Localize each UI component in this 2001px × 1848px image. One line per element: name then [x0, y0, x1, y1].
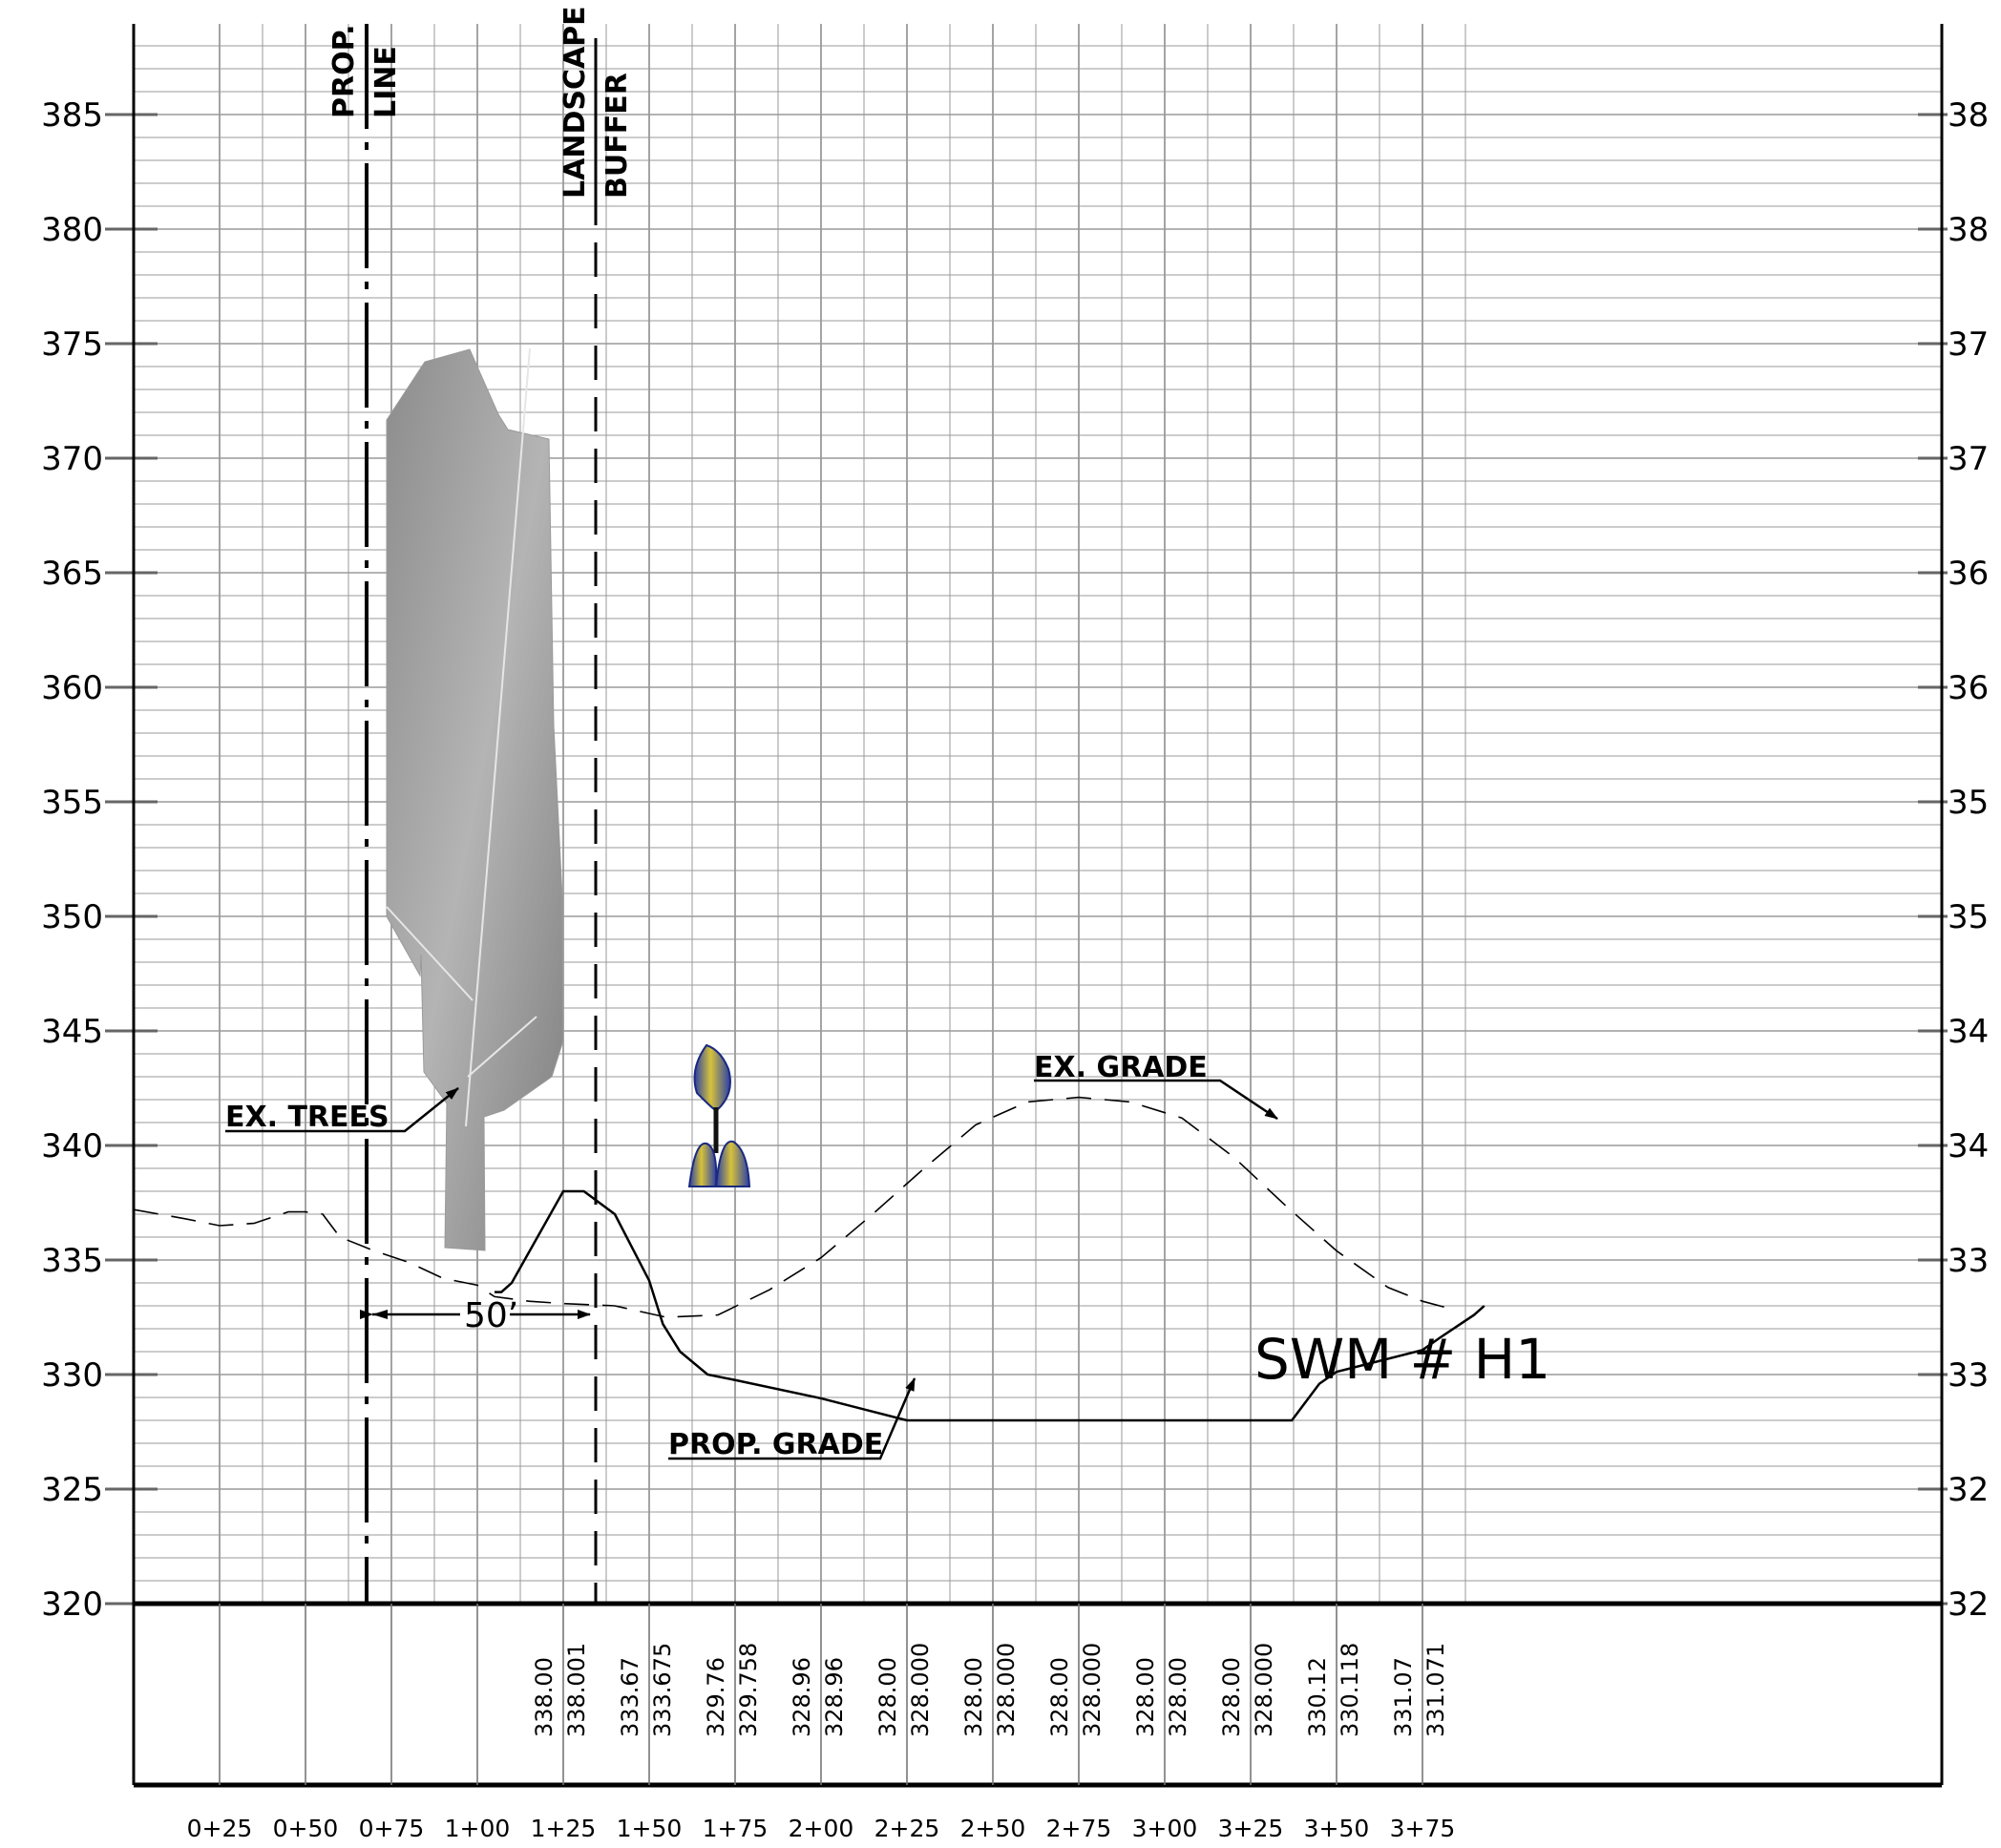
- y-tick-label: 325: [41, 1471, 103, 1509]
- station-label: 3+25: [1218, 1815, 1284, 1842]
- station-label: 0+50: [273, 1815, 339, 1842]
- proposed-elevation-label: 328.00: [1218, 1657, 1245, 1737]
- y-tick-label: 330: [41, 1356, 103, 1395]
- prop-line-label-2: LINE: [369, 46, 403, 118]
- y-tick-label: 375: [41, 326, 103, 364]
- pond-label: SWM # H1: [1254, 1327, 1550, 1392]
- y-tick-label: 345: [41, 1013, 103, 1051]
- existing-elevation-label: 338.001: [563, 1643, 590, 1737]
- y-tick-label: 340: [41, 1127, 103, 1166]
- station-label: 1+75: [703, 1815, 769, 1842]
- landscape-buffer-label-2: BUFFER: [600, 73, 634, 199]
- station-label: 0+75: [359, 1815, 425, 1842]
- existing-elevation-label: 330.118: [1337, 1643, 1363, 1737]
- existing-elevation-label: 333.675: [649, 1643, 676, 1737]
- right-y-tick-label: 37: [1948, 326, 1989, 364]
- elevation-table-frame: [132, 24, 1944, 1788]
- station-label: 2+25: [874, 1815, 940, 1842]
- proposed-elevation-label: 333.67: [617, 1657, 643, 1737]
- station-label: 2+75: [1046, 1815, 1112, 1842]
- proposed-elevation-label: 331.07: [1390, 1657, 1417, 1737]
- prop-line-label-1: PROP.: [327, 25, 361, 118]
- grade-lines: [133, 1096, 1485, 1422]
- y-tick-label: 380: [41, 211, 103, 249]
- existing-elevation-label: 328.96: [821, 1657, 848, 1737]
- right-y-tick-label: 36: [1948, 669, 1989, 707]
- right-y-tick-label: 36: [1948, 555, 1989, 593]
- station-axis: 0+25 0+50 0+75 1+00 1+25 1+50 1+75 2+00 2+25 2+50…: [187, 1815, 1456, 1842]
- annotations: PROP. LINE LANDSCAPE BUFFER EX. TREES EX…: [225, 6, 1550, 1461]
- right-y-tick-label: 34: [1948, 1013, 1989, 1051]
- prop-grade-label: PROP. GRADE: [668, 1428, 883, 1461]
- station-label: 3+00: [1132, 1815, 1198, 1842]
- right-y-tick-label: 34: [1948, 1127, 1989, 1166]
- right-y-tick-label: 33: [1948, 1356, 1989, 1395]
- existing-grade-line: [133, 1096, 1458, 1318]
- reference-lines: [365, 24, 598, 1604]
- proposed-elevation-label: 338.00: [531, 1657, 558, 1737]
- existing-elevation-label: 328.000: [907, 1643, 934, 1737]
- station-label: 3+50: [1304, 1815, 1370, 1842]
- y-tick-label: 365: [41, 555, 103, 593]
- existing-elevation-label: 328.000: [1251, 1643, 1277, 1737]
- station-label: 3+75: [1390, 1815, 1456, 1842]
- y-tick-label: 355: [41, 784, 103, 822]
- station-label: 2+50: [960, 1815, 1026, 1842]
- right-y-tick-label: 35: [1948, 898, 1989, 936]
- right-y-tick-label: 32: [1948, 1586, 1989, 1624]
- elevation-axis: 320 325 330 335 340 345 350 355 360 365 370 375 380 3…: [41, 96, 158, 1624]
- proposed-elevation-label: 328.00: [960, 1657, 987, 1737]
- proposed-elevation-label: 328.96: [789, 1657, 815, 1737]
- existing-elevation-label: 331.071: [1422, 1643, 1449, 1737]
- y-tick-label: 385: [41, 96, 103, 135]
- y-tick-label: 350: [41, 898, 103, 936]
- proposed-grade-line: [495, 1189, 1485, 1422]
- y-tick-label: 335: [41, 1242, 103, 1280]
- existing-elevation-label: 328.00: [1165, 1657, 1191, 1737]
- y-tick-label: 370: [41, 440, 103, 478]
- existing-elevation-label: 328.000: [1079, 1643, 1106, 1737]
- right-y-tick-label: 35: [1948, 784, 1989, 822]
- station-label: 2+00: [789, 1815, 854, 1842]
- right-y-tick-label: 38: [1948, 211, 1989, 249]
- right-elevation-axis: 32 32 33 33 34 34 35 35 36 36 37 37 38 38: [1918, 96, 1989, 1624]
- proposed-shrub-symbol: [687, 1043, 751, 1187]
- proposed-elevation-label: 329.76: [703, 1657, 729, 1737]
- proposed-elevation-label: 328.00: [1132, 1657, 1159, 1737]
- proposed-elevation-label: 328.00: [1046, 1657, 1073, 1737]
- landscape-buffer-label-1: LANDSCAPE: [558, 6, 592, 199]
- dimension-label: 50’: [464, 1296, 518, 1335]
- y-tick-label: 360: [41, 669, 103, 707]
- right-y-tick-label: 33: [1948, 1242, 1989, 1280]
- ex-grade-label: EX. GRADE: [1034, 1051, 1208, 1084]
- station-label: 1+00: [445, 1815, 511, 1842]
- right-y-tick-label: 37: [1948, 440, 1989, 478]
- existing-elevation-label: 328.000: [993, 1643, 1020, 1737]
- station-label: 1+50: [617, 1815, 683, 1842]
- ex-trees-label: EX. TREES: [225, 1101, 390, 1134]
- y-tick-label: 320: [41, 1586, 103, 1624]
- right-y-tick-label: 38: [1948, 96, 1989, 135]
- proposed-elevation-label: 330.12: [1304, 1657, 1331, 1737]
- right-y-tick-label: 32: [1948, 1471, 1989, 1509]
- existing-tree-symbol: [386, 347, 564, 1251]
- existing-elevation-label: 329.758: [735, 1643, 762, 1737]
- station-label: 1+25: [531, 1815, 597, 1842]
- proposed-elevation-label: 328.00: [874, 1657, 901, 1737]
- station-label: 0+25: [187, 1815, 253, 1842]
